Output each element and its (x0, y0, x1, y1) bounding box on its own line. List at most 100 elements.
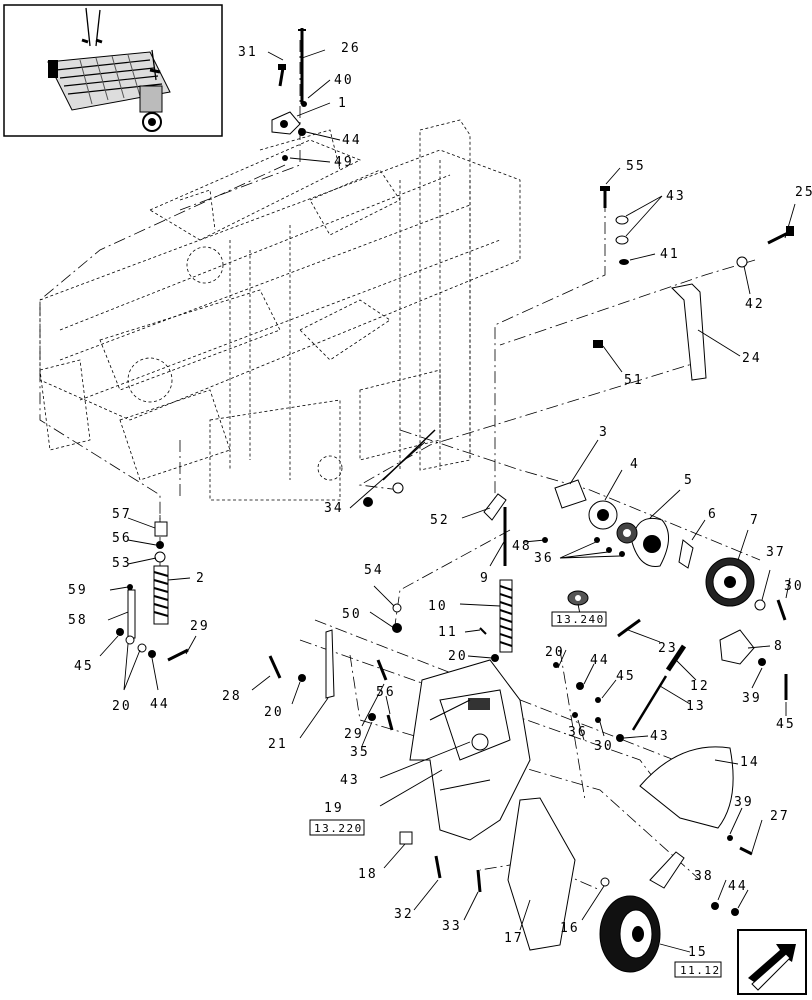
nut-44c-icon (576, 682, 584, 690)
callout-58: 58 (68, 613, 88, 628)
callout-2: 2 (196, 571, 206, 586)
fitting-18-icon (399, 831, 413, 845)
bracket-1-icon (271, 111, 301, 135)
leader-lines (99, 49, 796, 953)
callout-30a: 30 (784, 579, 804, 594)
nut-44-left-icon (148, 650, 156, 658)
callout-31: 31 (238, 45, 258, 60)
reference-13240[interactable]: 13.240 (551, 611, 607, 627)
callout-6: 6 (708, 507, 718, 522)
next-page-arrow-icon[interactable] (737, 929, 807, 995)
nut-44-bottom-icon (731, 908, 739, 916)
callout-18: 18 (358, 867, 378, 882)
callout-57: 57 (112, 507, 132, 522)
washer-53-icon (154, 551, 166, 563)
callout-7: 7 (750, 513, 760, 528)
wheel-15-icon (599, 851, 685, 973)
callout-4: 4 (630, 457, 640, 472)
spring-10-icon (499, 579, 513, 653)
spring-12-icon (665, 644, 687, 672)
bolt-56-icon (386, 714, 394, 731)
callout-20d: 20 (545, 645, 565, 660)
callout-20a: 20 (448, 649, 468, 664)
callout-29a: 29 (190, 619, 210, 634)
callout-51: 51 (624, 373, 644, 388)
reference-13220-label: 13.220 (314, 822, 363, 835)
callout-45a: 45 (776, 717, 796, 732)
cover-5-icon (631, 517, 669, 567)
nut-36b-icon (606, 547, 612, 553)
callout-44a: 44 (342, 133, 362, 148)
callout-35: 35 (350, 745, 370, 760)
nut-39a-icon (758, 658, 766, 666)
bolt-30b-icon (595, 717, 601, 723)
nut-41-icon (619, 259, 629, 265)
nut-36c-icon (619, 551, 625, 557)
callout-45c: 45 (616, 669, 636, 684)
callout-28: 28 (222, 689, 242, 704)
callout-9: 9 (480, 571, 490, 586)
nut-45-left-icon (116, 628, 124, 636)
callout-43c: 43 (650, 729, 670, 744)
callout-36b: 36 (568, 725, 588, 740)
callout-41: 41 (660, 247, 680, 262)
callout-25: 25 (795, 185, 812, 200)
spring-2-icon (153, 565, 169, 625)
pin-23-icon (617, 618, 641, 638)
callout-8: 8 (774, 639, 784, 654)
callout-12: 12 (690, 679, 710, 694)
nut-44-icon (298, 128, 306, 136)
nut-38-icon (711, 902, 719, 910)
callout-48: 48 (512, 539, 532, 554)
nut-50-icon (392, 623, 402, 633)
callout-15: 15 (688, 945, 708, 960)
callout-19: 19 (324, 801, 344, 816)
callout-5: 5 (684, 473, 694, 488)
flange-4-icon (588, 500, 618, 530)
callout-54: 54 (364, 563, 384, 578)
machine-overview-icon (47, 7, 171, 132)
callout-30b: 30 (594, 739, 614, 754)
callout-23: 23 (658, 641, 678, 656)
callout-42: 42 (745, 297, 765, 312)
callout-21: 21 (268, 737, 288, 752)
bolt-27-icon (739, 846, 753, 856)
callout-13: 13 (686, 699, 706, 714)
callout-1: 1 (338, 96, 348, 111)
washer-40-icon (301, 101, 307, 107)
nut-34a-icon (363, 497, 373, 507)
sprocket-7-icon (705, 557, 755, 607)
bolt-28-icon (268, 655, 282, 679)
callout-14: 14 (740, 755, 760, 770)
bolt-32-icon (434, 855, 442, 879)
callout-17: 17 (504, 931, 524, 946)
washer-56-icon (156, 541, 164, 549)
pin-58-icon (127, 589, 136, 639)
nut-59-icon (127, 584, 133, 590)
washer-20b-icon (298, 674, 306, 682)
callout-labels: 26 31 40 1 44 49 55 43 41 25 42 24 51 3 … (68, 41, 812, 960)
overview-thumbnail[interactable] (3, 4, 223, 137)
callout-20b: 20 (112, 699, 132, 714)
bearing-13240-icon (567, 590, 589, 606)
callout-53: 53 (112, 556, 132, 571)
link-21-icon (325, 629, 335, 699)
nut-20a-icon (491, 654, 499, 662)
callout-39b: 39 (734, 795, 754, 810)
reference-1112-label: 11.12 (680, 964, 721, 977)
nut-35-icon (368, 713, 376, 721)
callout-39a: 39 (742, 691, 762, 706)
washer-43a-icon (615, 215, 629, 225)
nut-36a-icon (594, 537, 600, 543)
bushing-57-icon (154, 521, 168, 537)
reference-1112[interactable]: 11.12 (674, 961, 722, 978)
callout-26: 26 (341, 41, 361, 56)
washer-34b-icon (392, 482, 404, 494)
assembly-lines (39, 40, 761, 891)
nut-45c-icon (595, 697, 601, 703)
reference-13220[interactable]: 13.220 (309, 819, 365, 836)
callout-38: 38 (694, 869, 714, 884)
callout-40: 40 (334, 73, 354, 88)
hub-5-icon (616, 522, 638, 544)
